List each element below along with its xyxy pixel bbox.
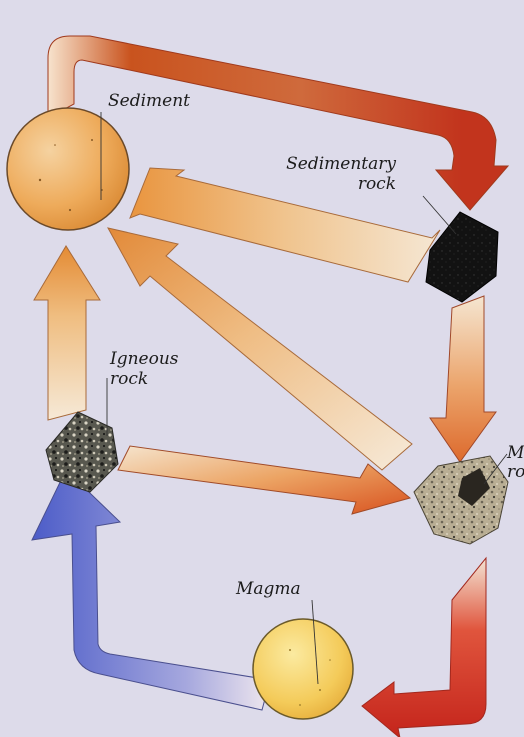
metamorphic-rock-label-line1: M	[507, 444, 524, 462]
igneous-rock-label-line1: Igneous	[110, 350, 179, 368]
sedimentary-rock-label-line2: rock	[276, 175, 396, 193]
sediment-label: Sediment	[108, 92, 190, 110]
sediment-ball	[7, 108, 129, 230]
magma-ball	[253, 619, 353, 719]
igneous-rock-label-line2: rock	[110, 370, 148, 388]
arrow-sedimentary-to-metamorphic	[430, 296, 496, 462]
metamorphic-rock-label-line2: ro	[507, 463, 524, 481]
arrow-magma-to-igneous	[32, 470, 270, 710]
sedimentary-leader-line	[423, 196, 456, 234]
magma-label: Magma	[236, 580, 301, 598]
arrow-igneous-to-sediment	[34, 246, 100, 420]
sedimentary-rock-label-line1: Sedimentary	[276, 155, 396, 173]
sedimentary-rock	[426, 212, 498, 302]
metamorphic-rock	[414, 456, 508, 544]
arrow-metamorphic-to-magma	[362, 558, 486, 737]
